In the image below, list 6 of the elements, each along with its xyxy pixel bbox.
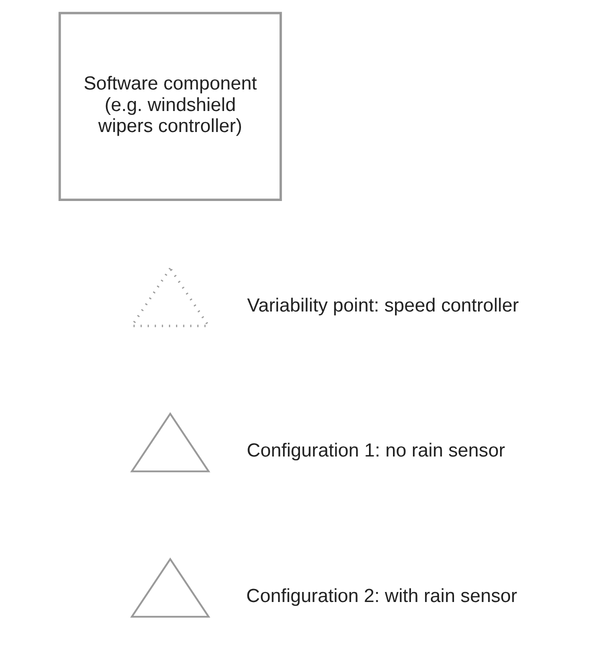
node-triangle [130, 412, 210, 472]
node-triangle [130, 557, 210, 618]
node-box: Software component (e.g. windshield wipers controller) [58, 12, 282, 201]
node-label: Configuration 2: with rain sensor [246, 586, 517, 607]
node-label: Configuration 1: no rain sensor [246, 440, 505, 462]
node-label: Variability point: speed controller [246, 295, 518, 316]
